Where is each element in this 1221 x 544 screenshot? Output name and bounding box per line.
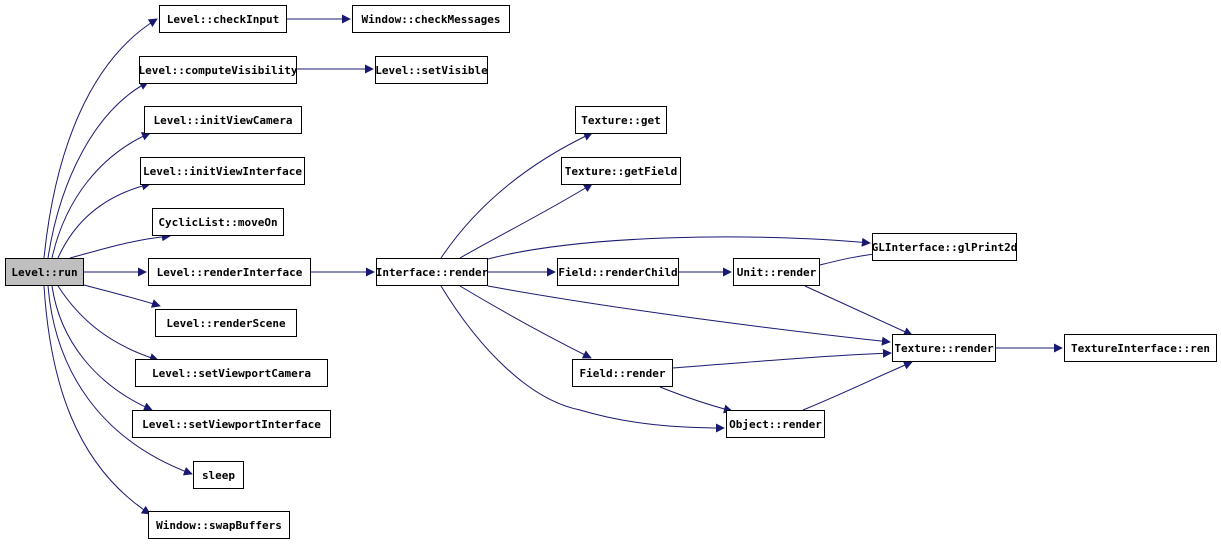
edge-fieldrender-texturerender [672,348,892,369]
edge-run-initviewinterface [57,181,151,259]
edge-interfacerender-objectrender [440,285,725,433]
node-level-checkinput[interactable]: Level::checkInput [159,5,287,33]
node-field-renderchild[interactable]: Field::renderChild [557,258,679,286]
node-glinterface-glprint2d[interactable]: GLInterface::glPrint2d [872,233,1017,261]
node-texture-get[interactable]: Texture::get [575,106,667,134]
node-window-swapbuffers[interactable]: Window::swapBuffers [148,511,290,539]
node-level-initviewcamera[interactable]: Level::initViewCamera [144,106,302,134]
node-cycliclist-moveon[interactable]: CyclicList::moveOn [152,208,284,236]
edge-interfacerender-texturegetfield [459,183,593,259]
edge-run-swapbuffers [43,285,151,515]
edge-run-setviewportcamera [57,285,159,362]
node-unit-render[interactable]: Unit::render [733,258,820,286]
edge-run-checkinput [43,18,158,259]
node-level-setvisible[interactable]: Level::setVisible [375,56,488,84]
edge-interfacerender-glprint2d [487,236,871,260]
node-textureinterface-render[interactable]: TextureInterface::ren [1064,334,1217,362]
node-field-render[interactable]: Field::render [572,359,673,387]
node-level-computevisibility[interactable]: Level::computeVisibility [139,56,297,84]
node-object-render[interactable]: Object::render [726,410,825,438]
node-level-initviewinterface[interactable]: Level::initViewInterface [140,157,305,185]
edge-run-moveon [69,232,171,259]
edge-objectrender-texturerender [802,361,913,411]
node-level-renderinterface[interactable]: Level::renderInterface [148,258,311,286]
edge-run-computevisibility [47,81,149,259]
node-level-setviewportinterface[interactable]: Level::setViewportInterface [132,410,331,438]
edge-interfacerender-texturerender [487,285,891,346]
edge-fieldrender-objectrender [659,386,733,414]
node-sleep[interactable]: sleep [193,461,244,489]
edge-run-setviewportinterface [51,285,153,411]
node-window-checkmessages[interactable]: Window::checkMessages [352,5,510,33]
node-level-setviewportcamera[interactable]: Level::setViewportCamera [135,359,328,387]
edge-run-renderscene [83,284,161,308]
node-level-renderscene[interactable]: Level::renderScene [155,309,297,337]
node-texture-getfield[interactable]: Texture::getField [561,157,681,185]
node-level-run[interactable]: Level::run [5,258,84,286]
edge-run-sleep [47,285,193,476]
edge-run-initviewcamera [51,132,151,259]
edge-interfacerender-fieldrender [459,285,592,359]
edge-unitrender-texturerender [804,285,913,336]
node-texture-render[interactable]: Texture::render [892,334,996,362]
node-interface-render[interactable]: Interface::render [376,258,488,286]
edge-interfacerender-textureget [440,132,593,259]
